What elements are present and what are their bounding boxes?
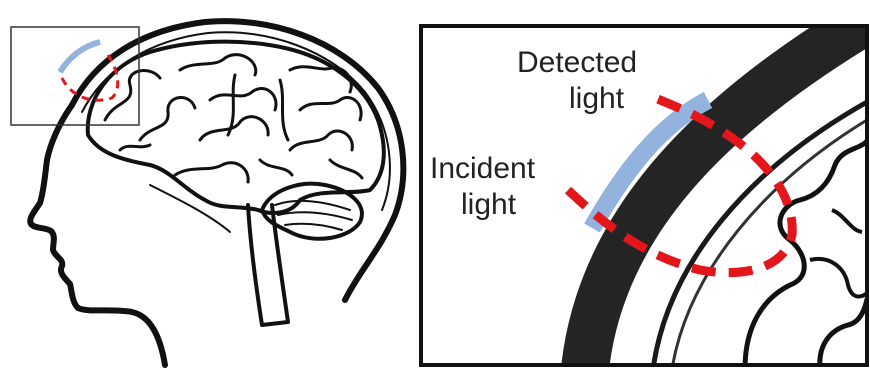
- brain-stem: [248, 205, 288, 325]
- detector-band-small: [60, 42, 100, 72]
- zoom-region-box: [11, 27, 139, 125]
- incident-light-label-line2: light: [461, 188, 517, 221]
- cerebellum-folds: [275, 201, 352, 230]
- detected-light-label-line1: Detected: [517, 46, 637, 79]
- zoom-panel: Detected light Incident light: [421, 20, 868, 369]
- back-of-head-outline: [72, 21, 403, 300]
- incident-light-label-line1: Incident: [430, 152, 536, 185]
- head-illustration: [11, 21, 403, 365]
- detected-light-label-line2: light: [569, 82, 625, 115]
